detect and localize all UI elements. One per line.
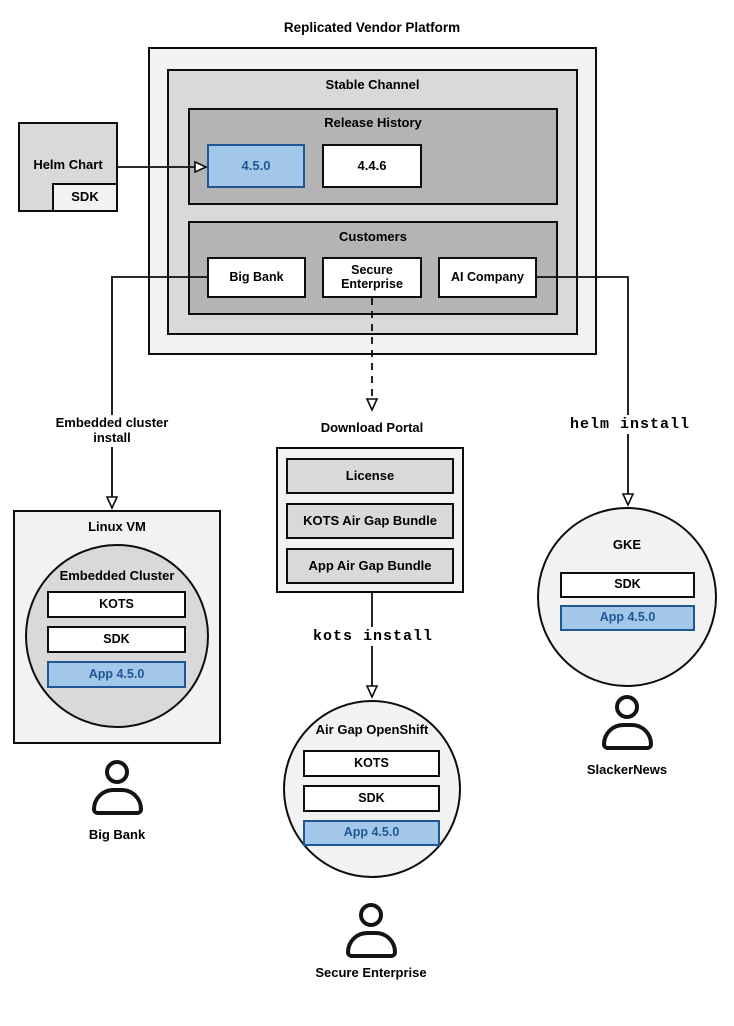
portal-item-kots-bundle: KOTS Air Gap Bundle: [286, 503, 454, 539]
user-torso-icon: [91, 788, 143, 815]
helm-install-label: helm install: [560, 415, 700, 435]
customer-big-bank: Big Bank: [207, 257, 306, 298]
user-head-icon: [615, 695, 639, 719]
diagram-title: Replicated Vendor Platform: [283, 20, 461, 35]
big-bank-user-label: Big Bank: [88, 827, 146, 842]
helm-chart-sdk-box: SDK: [52, 183, 118, 212]
linux-vm-app-box: App 4.5.0: [47, 661, 186, 688]
release-box-450: 4.5.0: [207, 144, 305, 188]
air-gap-openshift-label: Air Gap OpenShift: [315, 722, 429, 737]
release-box-446: 4.4.6: [322, 144, 422, 188]
portal-item-app-bundle: App Air Gap Bundle: [286, 548, 454, 584]
user-torso-icon: [601, 723, 653, 750]
kots-install-label: kots install: [303, 627, 443, 647]
openshift-sdk-box: SDK: [303, 785, 440, 812]
user-torso-icon: [345, 931, 397, 958]
openshift-app-box: App 4.5.0: [303, 820, 440, 846]
linux-vm-sdk-box: SDK: [47, 626, 186, 653]
user-head-icon: [359, 903, 383, 927]
portal-item-license: License: [286, 458, 454, 494]
secure-enterprise-user-label: Secure Enterprise: [315, 965, 427, 980]
openshift-kots-box: KOTS: [303, 750, 440, 777]
stable-channel-label: Stable Channel: [325, 77, 420, 92]
gke-app-box: App 4.5.0: [560, 605, 695, 631]
download-portal-label: Download Portal: [320, 420, 424, 435]
customer-ai-company: AI Company: [438, 257, 537, 298]
user-icon: [89, 760, 145, 815]
user-icon: [343, 903, 399, 958]
helm-chart-label: Helm Chart: [33, 157, 103, 172]
linux-vm-kots-box: KOTS: [47, 591, 186, 618]
slackernews-user-label: SlackerNews: [586, 762, 668, 777]
customer-secure-enterprise: Secure Enterprise: [322, 257, 422, 298]
embedded-cluster-label: Embedded Cluster: [59, 568, 175, 583]
linux-vm-label: Linux VM: [88, 519, 146, 534]
user-icon: [599, 695, 655, 750]
gke-sdk-box: SDK: [560, 572, 695, 598]
user-head-icon: [105, 760, 129, 784]
embedded-install-label: Embedded cluster install: [47, 415, 177, 447]
gke-label: GKE: [612, 537, 642, 552]
customers-label: Customers: [339, 229, 407, 244]
release-history-label: Release History: [324, 115, 422, 130]
